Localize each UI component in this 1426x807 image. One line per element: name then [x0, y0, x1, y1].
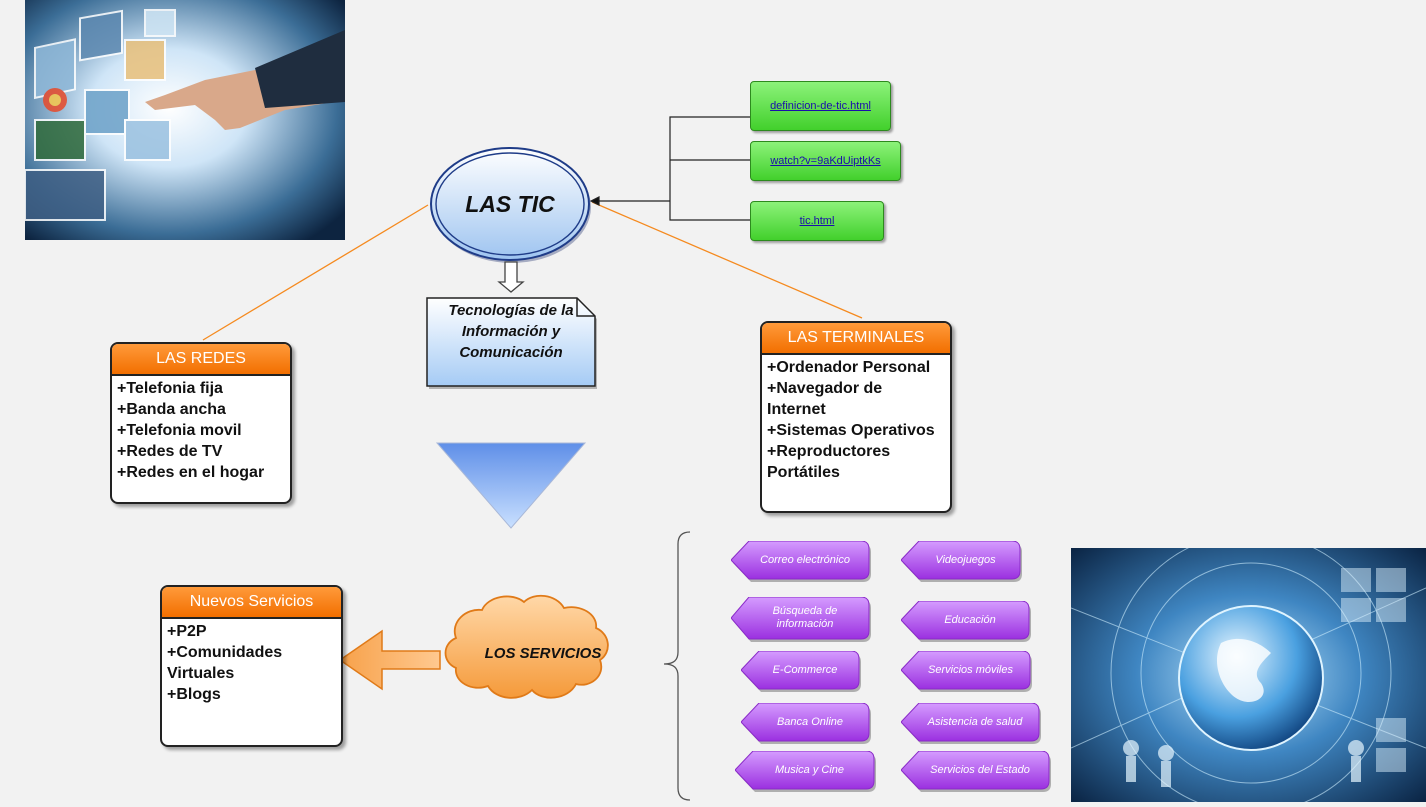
note-shape — [426, 297, 597, 389]
service-tag-label: E-Commerce — [772, 663, 838, 676]
service-tag: Búsqueda de información — [731, 597, 871, 642]
servicios-cloud: LOS SERVICIOS — [448, 598, 638, 708]
terminales-item: +Sistemas Operativos — [767, 422, 935, 439]
note-line: Comunicación — [459, 344, 563, 361]
terminales-item: +Navegador de — [767, 380, 883, 397]
servicios-title: LOS SERVICIOS — [484, 644, 602, 662]
connector-links — [589, 116, 750, 221]
service-tag-label: Servicios móviles — [928, 663, 1013, 676]
service-tag-label: Búsqueda de información — [772, 605, 838, 630]
redes-item: +Redes en el hogar — [117, 464, 265, 481]
service-tag-label: Musica y Cine — [774, 763, 845, 776]
service-tag: Servicios móviles — [901, 651, 1032, 692]
down-arrow-icon — [497, 261, 525, 293]
service-tag-label: Banca Online — [776, 715, 844, 728]
service-tag: E-Commerce — [741, 651, 861, 692]
terminales-box: LAS TERMINALES +Ordenador Personal +Nave… — [760, 321, 952, 513]
triangle-shape — [435, 442, 587, 529]
service-tag: Asistencia de salud — [901, 703, 1041, 744]
service-tag-label: Servicios del Estado — [930, 763, 1030, 776]
nuevos-servicios-box: Nuevos Servicios +P2P +Comunidades Virtu… — [160, 585, 343, 747]
service-tag-label: Educación — [944, 613, 996, 626]
service-tag-label: Correo electrónico — [760, 553, 850, 566]
service-tag: Videojuegos — [901, 541, 1022, 582]
service-tag: Educación — [901, 601, 1031, 642]
left-arrow-icon — [338, 629, 441, 691]
service-tag-label: Videojuegos — [935, 553, 996, 566]
terminales-item: Internet — [767, 401, 826, 418]
terminales-item: Portátiles — [767, 464, 840, 481]
service-tag: Banca Online — [741, 703, 871, 744]
tic-definition-note: Tecnologías de la Información y Comunica… — [427, 298, 595, 386]
service-tag: Servicios del Estado — [901, 751, 1051, 792]
link-tic[interactable]: tic.html — [750, 201, 884, 241]
redes-item: +Telefonia fija — [117, 380, 223, 397]
nuevos-servicios-title: Nuevos Servicios — [162, 587, 341, 619]
redes-item: +Banda ancha — [117, 401, 226, 418]
terminales-title: LAS TERMINALES — [762, 323, 950, 355]
service-tag: Correo electrónico — [731, 541, 871, 582]
cloud-shape — [444, 594, 609, 699]
note-line: Tecnologías de la — [448, 302, 574, 319]
brace-shape — [663, 531, 691, 801]
redes-box: LAS REDES +Telefonia fija +Banda ancha +… — [110, 342, 292, 504]
note-line: Información y — [461, 323, 561, 340]
redes-title: LAS REDES — [112, 344, 290, 376]
nuevos-item: +Blogs — [167, 686, 221, 703]
connector-tic-redes — [202, 204, 429, 341]
hand-touching-screens-image — [25, 0, 345, 240]
globe-network-image — [1071, 548, 1426, 802]
redes-item: +Redes de TV — [117, 443, 223, 460]
service-tag: Musica y Cine — [735, 751, 876, 792]
tic-title: LAS TIC — [465, 190, 555, 217]
connector-tic-terminales — [591, 201, 863, 319]
nuevos-item: Virtuales — [167, 665, 235, 682]
nuevos-item: +P2P — [167, 623, 207, 640]
link-watch-video[interactable]: watch?v=9aKdUiptkKs — [750, 141, 901, 181]
terminales-item: +Ordenador Personal — [767, 359, 931, 376]
nuevos-item: +Comunidades — [167, 644, 283, 661]
terminales-item: +Reproductores — [767, 443, 891, 460]
redes-item: +Telefonia movil — [117, 422, 242, 439]
service-tag-label: Asistencia de salud — [927, 715, 1023, 728]
tic-ellipse-shape — [430, 147, 591, 263]
link-definicion[interactable]: definicion-de-tic.html — [750, 81, 891, 131]
tic-ellipse: LAS TIC — [430, 148, 590, 260]
